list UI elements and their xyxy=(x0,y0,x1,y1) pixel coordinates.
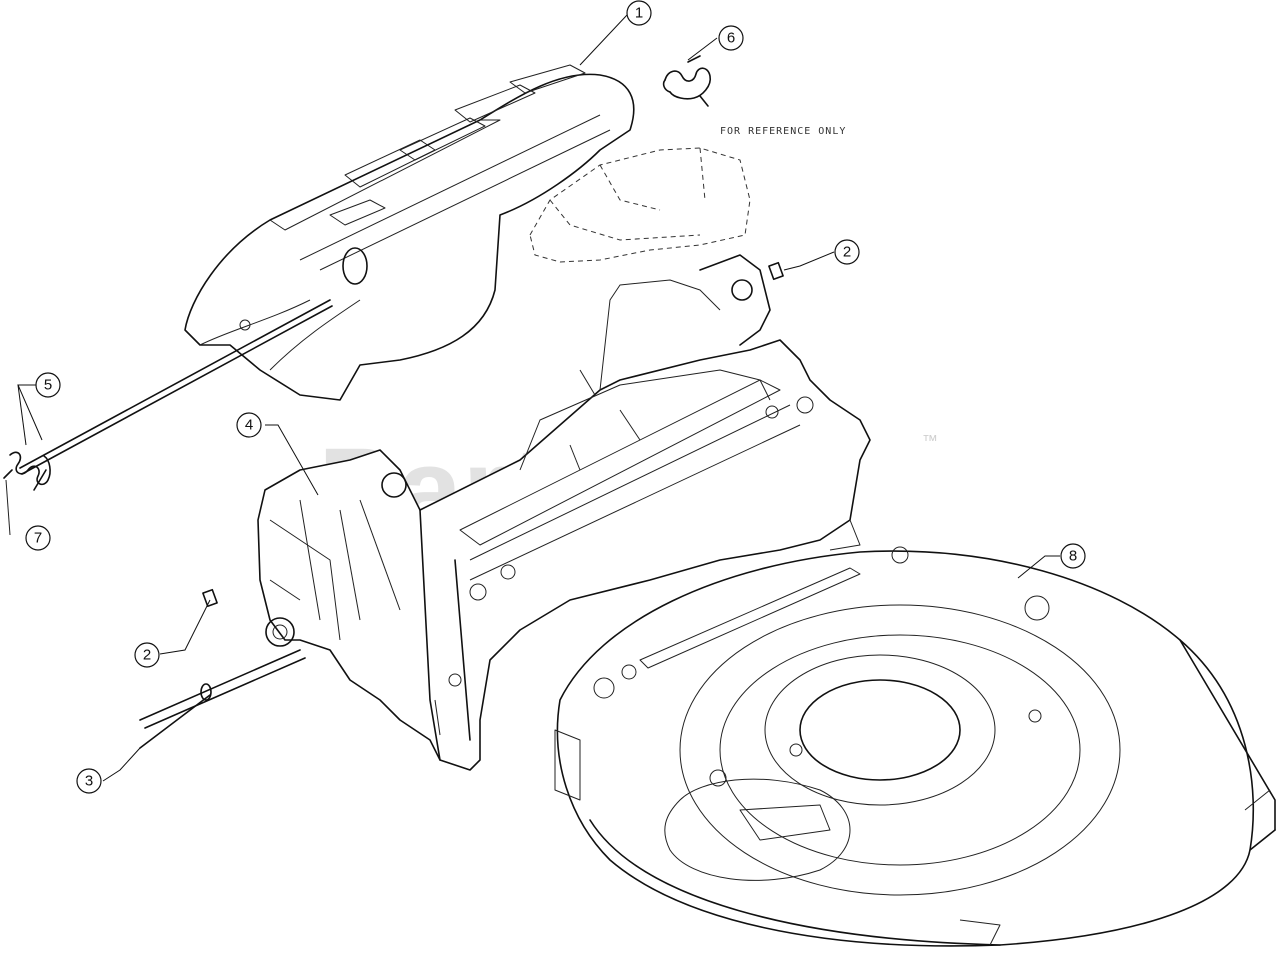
svg-text:7: 7 xyxy=(34,530,42,547)
svg-text:4: 4 xyxy=(245,417,253,434)
rear-housing-part[interactable] xyxy=(257,254,871,771)
callout-3: 3 xyxy=(76,768,102,794)
svg-text:6: 6 xyxy=(727,30,735,47)
callout-6: 6 xyxy=(718,25,744,51)
svg-text:2: 2 xyxy=(143,647,151,664)
hinge-rod-part[interactable] xyxy=(19,299,333,729)
svg-text:5: 5 xyxy=(44,377,52,394)
svg-text:3: 3 xyxy=(85,773,93,790)
clip-part-lower[interactable] xyxy=(202,588,218,608)
callout-1: 1 xyxy=(626,0,652,26)
svg-text:8: 8 xyxy=(1069,548,1077,565)
callout-7: 7 xyxy=(25,525,51,551)
svg-text:1: 1 xyxy=(635,5,643,22)
svg-text:2: 2 xyxy=(843,244,851,261)
callout-5: 5 xyxy=(35,372,61,398)
reference-only-outline: FOR REFERENCE ONLY xyxy=(529,126,846,263)
callout-8: 8 xyxy=(1060,543,1086,569)
spring-part-6[interactable] xyxy=(662,55,712,107)
leader-lines xyxy=(17,14,1060,782)
clip-part-upper[interactable] xyxy=(768,261,784,281)
callout-4: 4 xyxy=(236,412,262,438)
callout-2-upper: 2 xyxy=(834,239,860,265)
pin-part-7[interactable] xyxy=(5,479,11,536)
trademark-symbol: ™ xyxy=(922,433,938,450)
reference-note: FOR REFERENCE ONLY xyxy=(720,126,846,137)
mower-deck-part[interactable] xyxy=(554,546,1276,947)
callout-2-lower: 2 xyxy=(134,642,160,668)
pin-part[interactable] xyxy=(139,683,212,749)
spring-part-5[interactable] xyxy=(3,451,51,491)
